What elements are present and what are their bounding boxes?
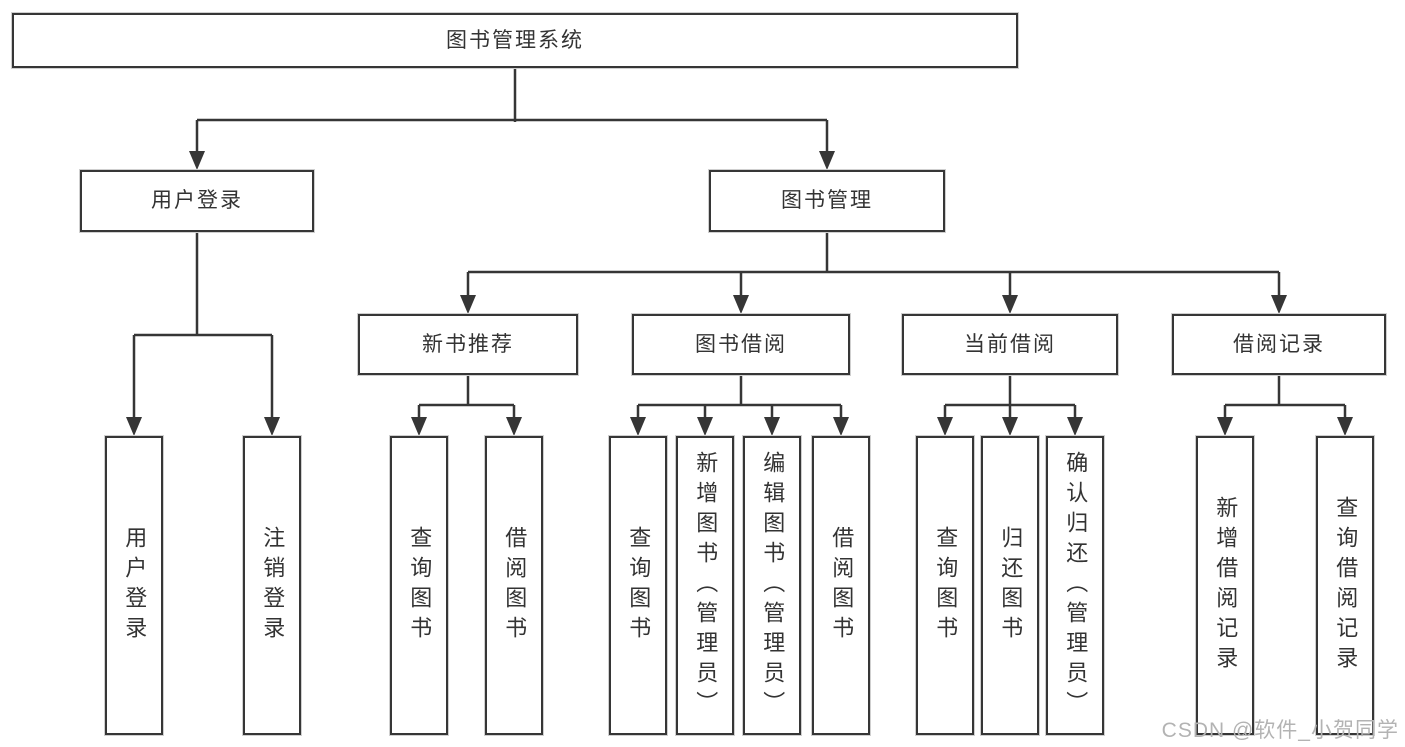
node-user-login-group: 用户登录 [80,170,314,232]
node-return-books: 归还图书 [981,436,1039,735]
node-confirm-return-admin: 确认归还（管理员） [1046,436,1104,735]
node-query-books-current: 查询图书 [916,436,974,735]
node-add-borrow-record: 新增借阅记录 [1196,436,1254,735]
node-logout: 注销登录 [243,436,301,735]
node-query-books-borrowing: 查询图书 [609,436,667,735]
node-query-borrow-record: 查询借阅记录 [1316,436,1374,735]
node-query-books-recommend: 查询图书 [390,436,448,735]
watermark: CSDN @软件_小贺同学 [1161,719,1399,742]
node-new-book-recommend: 新书推荐 [358,314,578,375]
node-user-login: 用户登录 [105,436,163,735]
node-add-books-admin: 新增图书（管理员） [676,436,734,735]
node-borrowing-records: 借阅记录 [1172,314,1386,375]
node-borrow-books-recommend: 借阅图书 [485,436,543,735]
node-edit-books-admin: 编辑图书（管理员） [743,436,801,735]
node-current-borrowing: 当前借阅 [902,314,1118,375]
node-book-borrowing: 图书借阅 [632,314,850,375]
node-root: 图书管理系统 [12,13,1018,68]
node-book-management: 图书管理 [709,170,945,232]
node-borrow-books-borrowing: 借阅图书 [812,436,870,735]
